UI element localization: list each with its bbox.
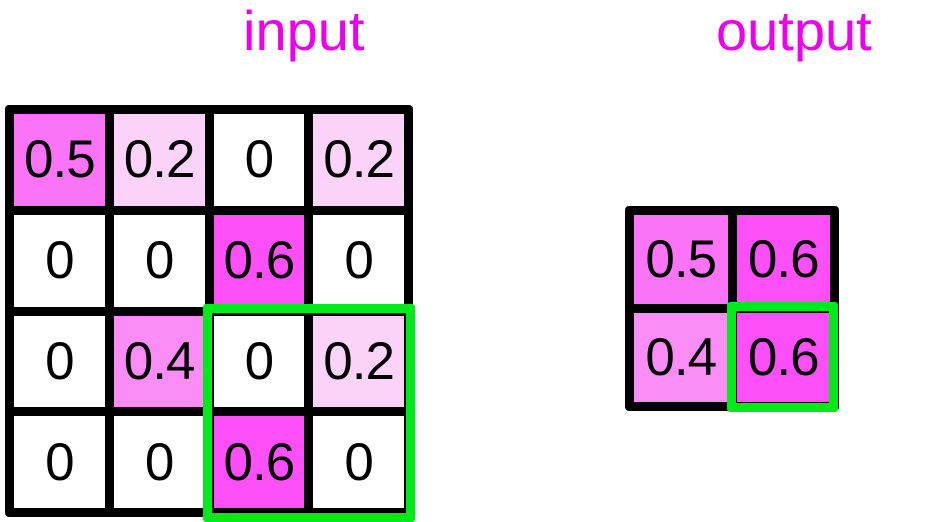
output-cell-value: 0.5 bbox=[645, 230, 717, 289]
output-cell-value: 0.4 bbox=[645, 328, 717, 387]
input-cell: 0.5 bbox=[14, 114, 105, 206]
input-cell: 0 bbox=[113, 416, 205, 508]
input-cell-value: 0.6 bbox=[223, 231, 296, 291]
output-cell: 0.4 bbox=[634, 313, 728, 402]
input-cell: 0 bbox=[113, 214, 205, 307]
output-cell-value: 0.6 bbox=[747, 230, 820, 289]
input-cell-value: 0 bbox=[45, 231, 75, 291]
input-cell: 0 bbox=[14, 416, 105, 508]
input-title: input bbox=[243, 0, 365, 62]
input-cell-value: 0.6 bbox=[223, 432, 296, 492]
input-cell-value: 0.5 bbox=[24, 130, 96, 190]
input-cell-value: 0.4 bbox=[123, 331, 196, 391]
input-cell-value: 0 bbox=[45, 331, 75, 391]
input-cell: 0 bbox=[213, 315, 305, 408]
input-cell-value: 0.2 bbox=[323, 130, 395, 190]
input-cell: 0.4 bbox=[113, 315, 205, 408]
input-cell-value: 0 bbox=[244, 130, 275, 190]
input-cell-value: 0.2 bbox=[123, 130, 196, 190]
input-cell: 0 bbox=[313, 214, 404, 307]
input-cell-value: 0 bbox=[144, 432, 175, 492]
input-cell: 0 bbox=[313, 416, 404, 508]
input-cell: 0.2 bbox=[113, 114, 205, 206]
input-cell: 0 bbox=[14, 315, 105, 408]
input-cell-value: 0 bbox=[144, 231, 175, 291]
output-cell: 0.6 bbox=[736, 313, 830, 402]
output-cell: 0.5 bbox=[634, 215, 728, 304]
input-cell-value: 0.2 bbox=[323, 331, 395, 391]
input-cell-value: 0 bbox=[344, 231, 374, 291]
input-cell: 0.2 bbox=[313, 315, 404, 408]
input-cell: 0.2 bbox=[313, 114, 404, 206]
input-cell-value: 0 bbox=[244, 331, 275, 391]
input-cell-value: 0 bbox=[45, 432, 75, 492]
input-cell: 0 bbox=[14, 214, 105, 307]
input-cell-value: 0 bbox=[344, 432, 374, 492]
output-cell: 0.6 bbox=[736, 215, 830, 304]
output-matrix: 0.5 0.6 0.4 0.6 bbox=[625, 206, 839, 411]
input-cell: 0.6 bbox=[213, 214, 305, 307]
input-cell: 0.6 bbox=[213, 416, 305, 508]
input-cell: 0 bbox=[213, 114, 305, 206]
output-title: output bbox=[716, 0, 872, 62]
output-cell-value: 0.6 bbox=[747, 328, 820, 387]
input-matrix: 0.5 0.2 0 0.2 0 0 0.6 0 0 0.4 0 0.2 0 0 0.6 0 bbox=[5, 105, 413, 517]
